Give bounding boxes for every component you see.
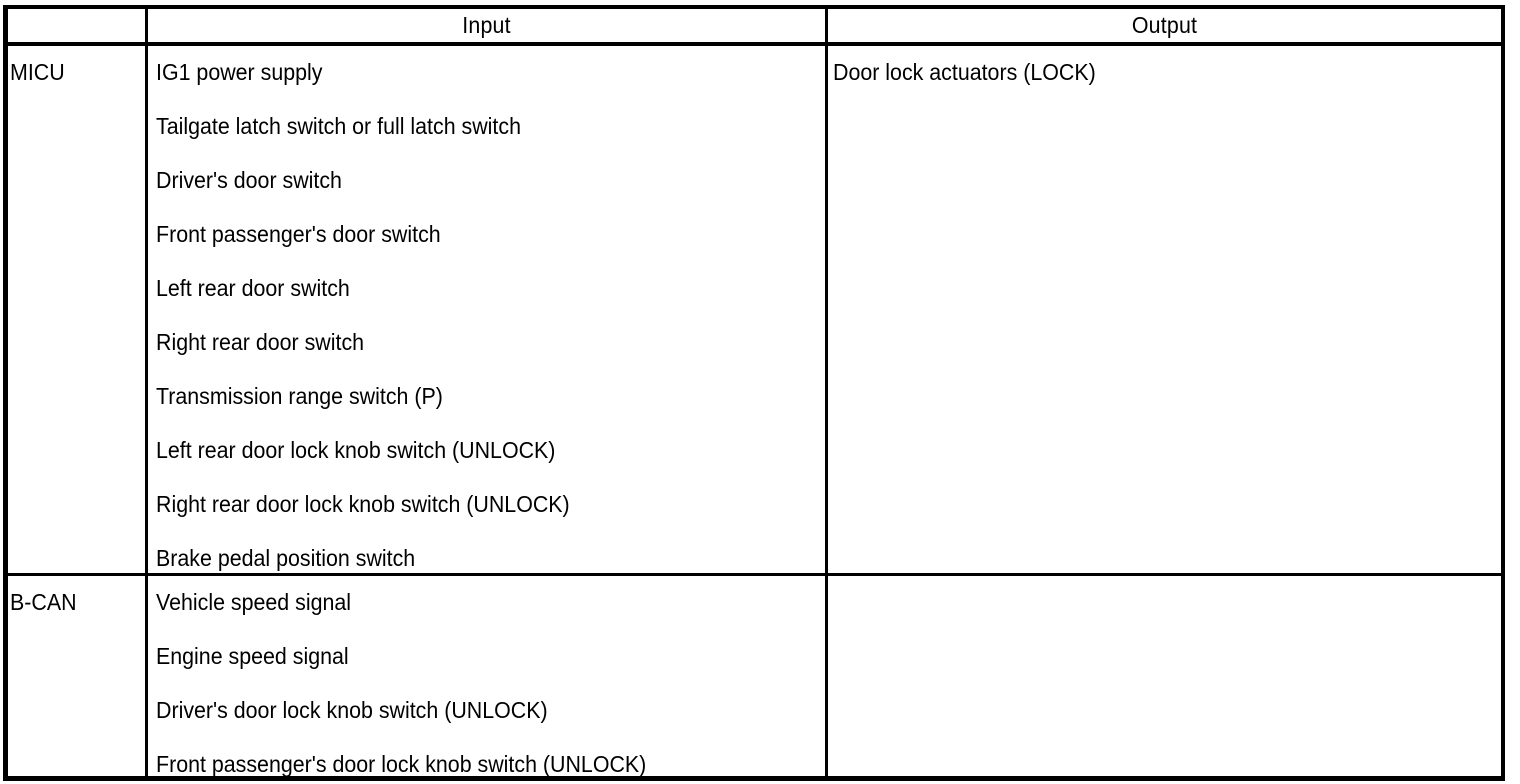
list-item: Right rear door lock knob switch (UNLOCK… [156,491,570,517]
column-header-input: Input [462,12,511,38]
table-header-row: Input Output [8,9,1501,42]
input-output-table: Input Output MICU IG1 power supply Tailg… [3,5,1505,781]
list-item: Transmission range switch (P) [156,383,443,409]
list-item: Left rear door switch [156,275,350,301]
input-cell-bcan: Vehicle speed signal Engine speed signal… [148,576,825,776]
list-item: Driver's door switch [156,167,342,193]
list-item: Vehicle speed signal [156,589,352,615]
column-divider-source-input [145,9,148,776]
table-row-bcan: B-CAN Vehicle speed signal Engine speed … [8,576,1501,776]
list-item: Tailgate latch switch or full latch swit… [156,113,521,139]
list-item: Right rear door switch [156,329,365,355]
section-separator-rule [8,573,1501,576]
list-item: Driver's door lock knob switch (UNLOCK) [156,697,548,723]
source-cell-bcan: B-CAN [8,576,145,776]
input-cell-micu: IG1 power supply Tailgate latch switch o… [148,46,825,573]
list-item: Front passenger's door switch [156,221,441,247]
header-separator-rule [8,42,1501,46]
input-item-list: Vehicle speed signal Engine speed signal… [156,591,825,776]
column-header-output: Output [1131,12,1198,38]
output-cell-bcan [828,576,1501,776]
output-cell-micu: Door lock actuators (LOCK) [828,46,1501,573]
list-item: Left rear door lock knob switch (UNLOCK) [156,437,556,463]
source-label: B-CAN [10,589,77,615]
list-item: Brake pedal position switch [156,545,416,571]
list-item: Front passenger's door lock knob switch … [156,751,647,777]
table-row-micu: MICU IG1 power supply Tailgate latch swi… [8,46,1501,573]
output-item-list: Door lock actuators (LOCK) [833,61,1501,84]
list-item: Engine speed signal [156,643,349,669]
source-cell-micu: MICU [8,46,145,573]
column-divider-input-output [825,9,828,776]
source-label: MICU [10,59,65,85]
input-item-list: IG1 power supply Tailgate latch switch o… [156,61,825,570]
list-item: IG1 power supply [156,59,323,85]
list-item: Door lock actuators (LOCK) [833,59,1096,85]
